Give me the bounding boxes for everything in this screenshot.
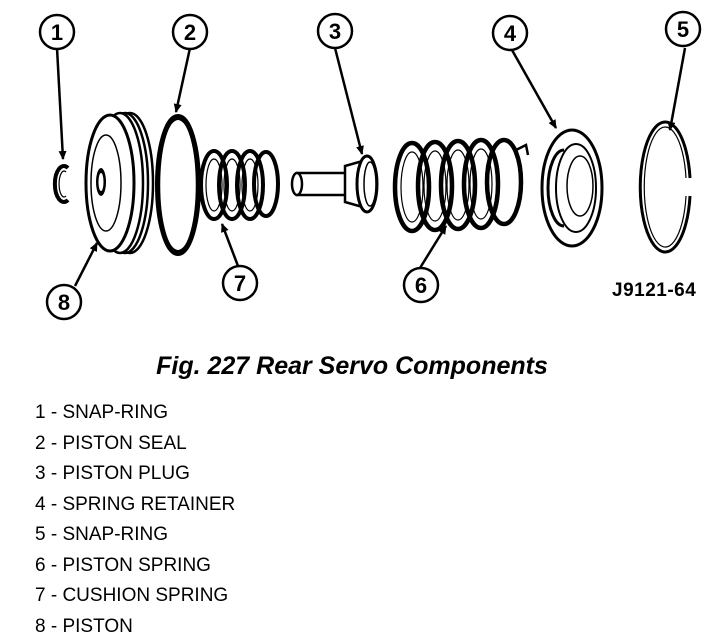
callout-1-label: 1 [51, 20, 63, 45]
piston-spring-part [395, 140, 528, 231]
callout-7-label: 7 [234, 271, 246, 296]
callout-4-label: 4 [504, 21, 517, 46]
legend-item: 8 - PISTON [35, 612, 235, 642]
callout-2-label: 2 [184, 20, 196, 45]
legend-item: 1 - SNAP-RING [35, 398, 235, 429]
legend-item: 3 - PISTON PLUG [35, 459, 235, 490]
callout-8-label: 8 [58, 290, 70, 315]
callout-5-label: 5 [677, 17, 689, 42]
legend-item: 6 - PISTON SPRING [35, 551, 235, 582]
callout-6: 6 [404, 268, 438, 302]
callout-5: 5 [666, 12, 700, 46]
figure-caption: Fig. 227 Rear Servo Components [0, 352, 704, 381]
legend-item: 7 - CUSHION SPRING [35, 581, 235, 612]
exploded-view-diagram: 1 2 3 4 5 6 7 8 [0, 0, 704, 330]
callout-2: 2 [173, 15, 207, 49]
legend-item: 5 - SNAP-RING [35, 520, 235, 551]
piston-plug-part [292, 156, 377, 212]
callout-3-label: 3 [329, 19, 341, 44]
callout-7: 7 [223, 266, 257, 300]
piston-part [86, 113, 153, 253]
legend-item: 2 - PISTON SEAL [35, 429, 235, 460]
piston-seal-part [158, 117, 198, 253]
legend-item: 4 - SPRING RETAINER [35, 490, 235, 521]
parts-legend: 1 - SNAP-RING 2 - PISTON SEAL 3 - PISTON… [35, 398, 235, 642]
callout-6-label: 6 [415, 273, 427, 298]
cushion-spring-part [201, 151, 278, 219]
figure-code: J9121-64 [612, 280, 696, 302]
snap-ring-large-part [640, 122, 690, 252]
callout-8: 8 [47, 285, 81, 319]
callout-4: 4 [493, 16, 527, 50]
spring-retainer-part [542, 130, 602, 246]
callout-3: 3 [318, 14, 352, 48]
snap-ring-small-part [55, 166, 68, 202]
callout-1: 1 [40, 15, 74, 49]
